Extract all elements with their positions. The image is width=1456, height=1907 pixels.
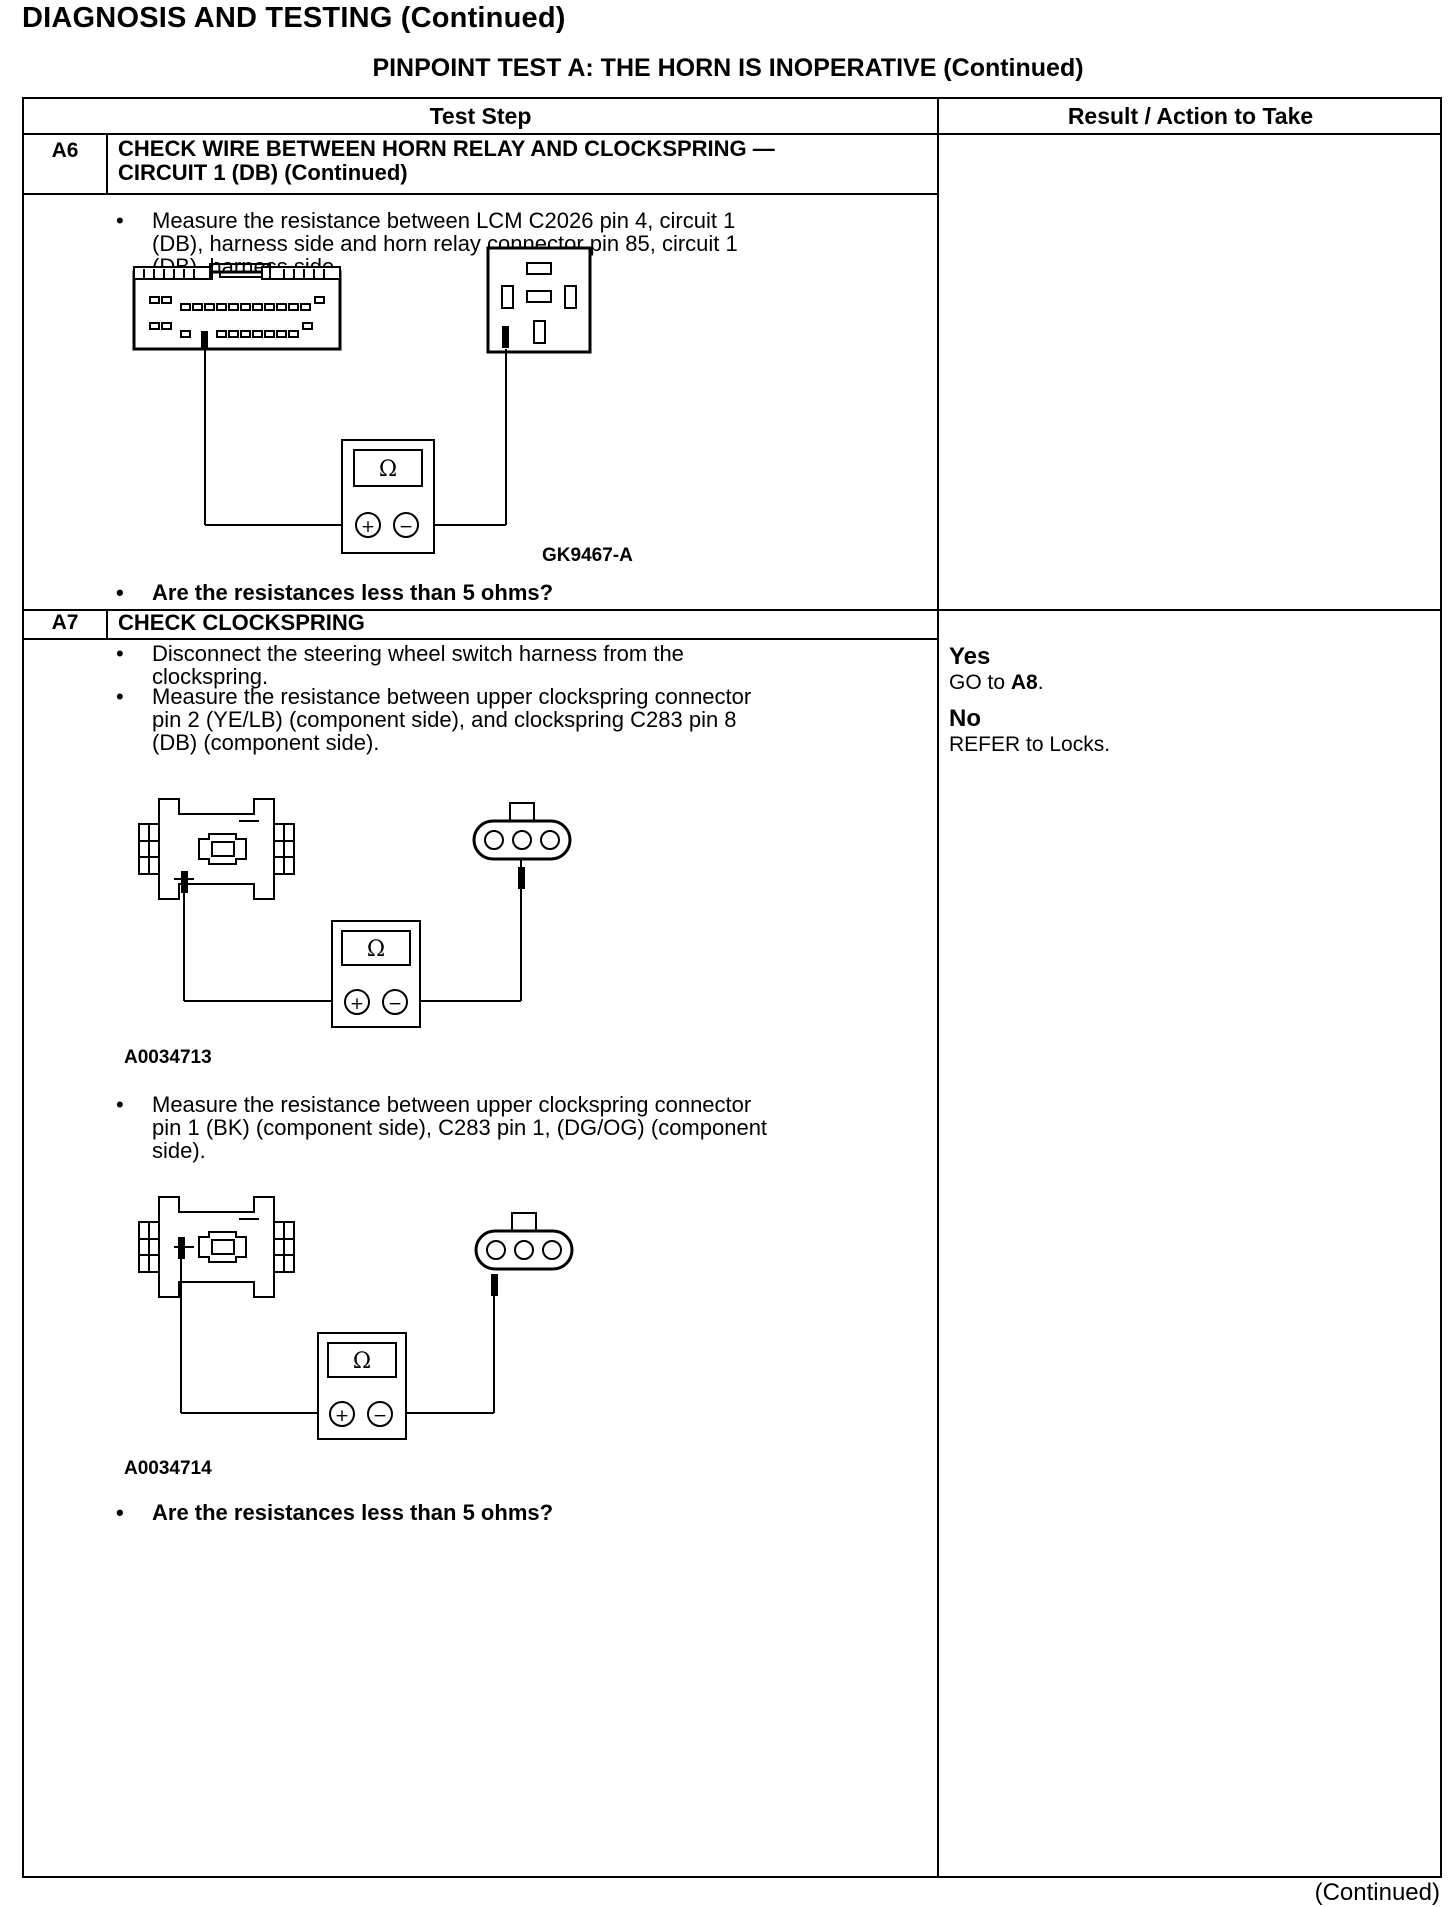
figure-code-a7-2: A0034714	[124, 1458, 212, 1479]
plus-terminal: +	[350, 994, 364, 1014]
header-divider	[24, 133, 1440, 135]
step-title-a6: CHECK WIRE BETWEEN HORN RELAY AND CLOCKS…	[118, 136, 775, 185]
ohmmeter	[341, 439, 435, 554]
step-id-separator	[106, 135, 108, 193]
diagram-clockspring-pin2: Ω + −	[138, 798, 572, 1028]
diagram-lcm-to-horn-relay: Ω + −	[132, 246, 592, 554]
result-no-action: REFER to Locks.	[949, 733, 1111, 756]
ohm-symbol: Ω	[353, 1349, 371, 1374]
figure-code-a7-1: A0034713	[124, 1047, 212, 1068]
ohm-symbol: Ω	[367, 937, 385, 962]
c283-connector	[474, 1229, 574, 1271]
page-title: DIAGNOSIS AND TESTING (Continued)	[22, 2, 566, 34]
figure-code-a6: GK9467-A	[542, 545, 633, 566]
probe-minus	[518, 867, 525, 889]
diagram-clockspring-pin1: Ω + −	[138, 1196, 574, 1440]
upper-clockspring-connector	[138, 1196, 295, 1298]
probe-plus	[201, 331, 208, 349]
probe-minus	[502, 326, 509, 348]
step-title-a7: CHECK CLOCKSPRING	[118, 610, 365, 635]
minus-terminal: −	[388, 994, 402, 1014]
step-id-separator	[106, 611, 108, 639]
ohm-symbol: Ω	[379, 457, 397, 482]
step-id-a7: A7	[51, 611, 79, 634]
pinpoint-test-title: PINPOINT TEST A: THE HORN IS INOPERATIVE…	[372, 54, 1084, 82]
step-divider	[24, 609, 1440, 611]
pinpoint-test-table: Test Step Result / Action to Take A6 CHE…	[22, 97, 1442, 1878]
upper-clockspring-connector	[138, 798, 295, 900]
continued-label: (Continued)	[1314, 1879, 1440, 1906]
plus-terminal: +	[335, 1406, 349, 1426]
plus-terminal: +	[361, 517, 375, 537]
step-title-divider	[24, 193, 938, 195]
minus-terminal: −	[399, 517, 413, 537]
column-divider	[937, 99, 939, 1876]
result-no-label: No	[949, 705, 981, 732]
result-yes-action: GO to A8.	[949, 671, 1044, 694]
step-id-a6: A6	[51, 139, 79, 162]
probe-minus	[491, 1274, 498, 1296]
probe-plus	[181, 871, 188, 893]
result-yes-label: Yes	[949, 643, 991, 670]
step-title-divider	[24, 638, 938, 640]
column-header-result: Result / Action to Take	[1067, 103, 1314, 129]
column-header-test-step: Test Step	[429, 103, 532, 129]
minus-terminal: −	[373, 1406, 387, 1426]
probe-plus	[178, 1237, 185, 1259]
